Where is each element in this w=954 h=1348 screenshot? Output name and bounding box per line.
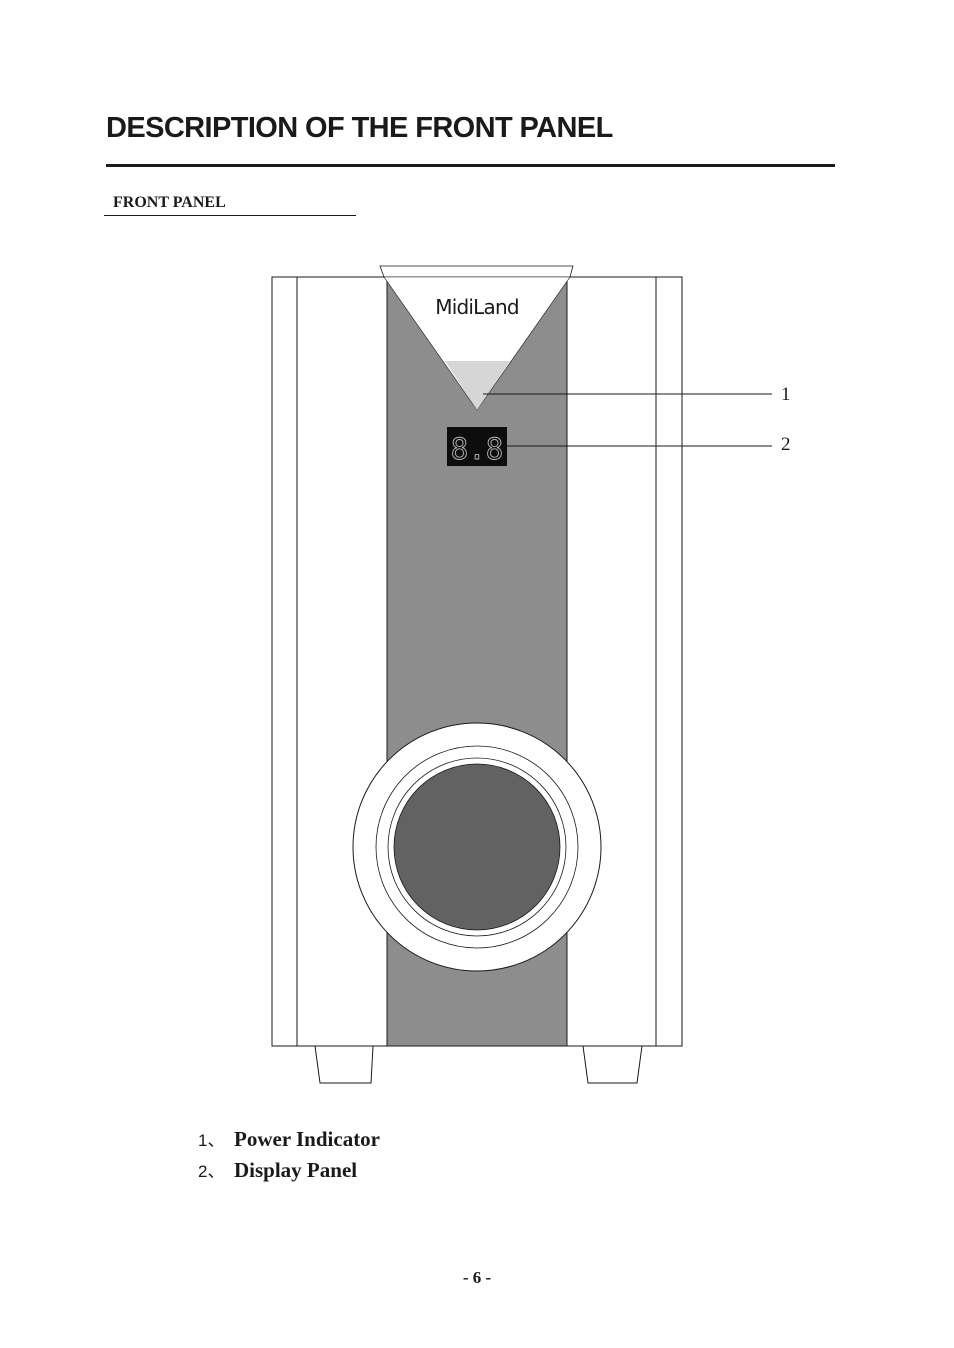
legend-number: 1、: [198, 1131, 225, 1150]
section-label: FRONT PANEL: [113, 194, 226, 211]
power-indicator: [445, 361, 510, 410]
callout-number-1: 1: [781, 384, 791, 405]
legend-item-power-indicator: 1、 Power Indicator: [198, 1124, 380, 1155]
woofer-cone: [393, 763, 561, 931]
section-underline: [104, 215, 356, 216]
logo-triangle: [383, 276, 571, 411]
brand-logo: MidiLand: [435, 295, 518, 319]
legend-label: Power Indicator: [234, 1127, 381, 1151]
legend: 1、 Power Indicator 2、 Display Panel: [198, 1124, 380, 1186]
callout-number-2: 2: [781, 434, 791, 455]
display-readout: 8.8: [451, 432, 503, 466]
legend-label: Display Panel: [234, 1158, 358, 1182]
legend-item-display-panel: 2、 Display Panel: [198, 1155, 380, 1186]
display-panel: [447, 427, 507, 466]
page-title: DESCRIPTION OF THE FRONT PANEL: [106, 112, 613, 144]
page-number: - 6 -: [462, 1268, 492, 1287]
left-foot: [314, 1045, 374, 1084]
top-cap: [379, 265, 574, 278]
right-foot: [582, 1045, 643, 1084]
legend-number: 2、: [198, 1162, 225, 1181]
title-underline: [106, 164, 835, 167]
